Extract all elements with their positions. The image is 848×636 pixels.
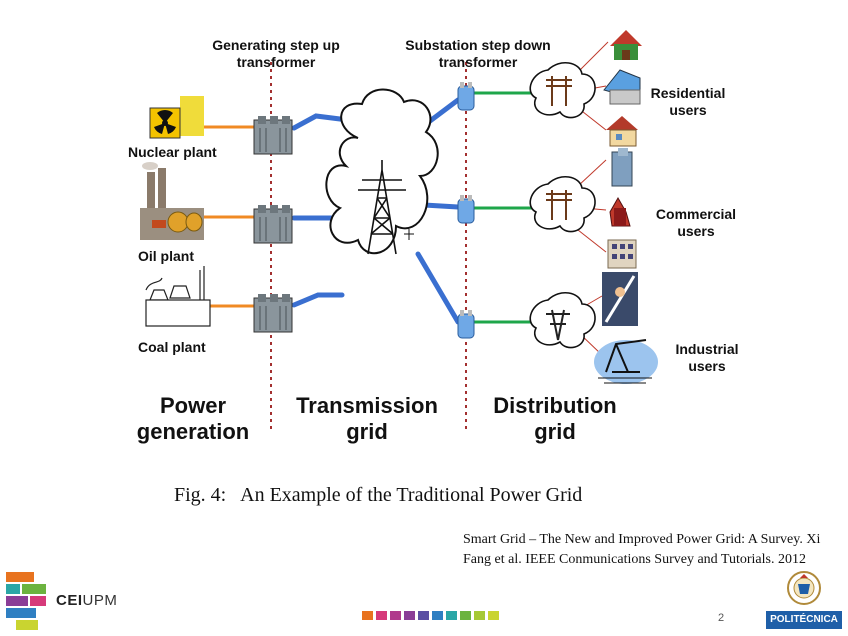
tower-building-icon [609,196,631,227]
page-number: 2 [718,612,725,624]
office-building-icon [611,148,633,187]
oil-plant-icon [140,162,204,240]
distribution-lines [474,91,535,324]
color-strip-square [390,611,401,620]
transmission-grid-label: Transmission grid [296,393,438,444]
distribution-cloud [529,62,596,349]
commercial-users-label: Commercial users [655,206,737,239]
figure-caption: Fig. 4: An Example of the Traditional Po… [174,484,583,506]
gen-transformer-label: Generating step up transformer [212,37,340,70]
industrial-users-label: Industrial users [675,341,739,374]
cei-upm-logo-icon [6,572,46,630]
residential-users-label: Residential users [650,85,726,118]
transmission-tower-icon [358,160,406,255]
power-generation-label: Power generation [136,393,250,444]
generating-transformer-icon [253,116,293,333]
substation-transformer-icon [457,82,475,339]
transmission-cloud [325,88,439,255]
cei-upm-logo-text: CEIUPM [56,592,118,609]
politecnica-logo: POLITÉCNICA [766,611,842,629]
oil-pump-icon [594,339,658,384]
color-strip-square [460,611,471,620]
color-strip-square [432,611,443,620]
cottage-icon [606,116,638,147]
color-strip [362,611,499,620]
color-strip-square [474,611,485,620]
utility-pole-icon [546,76,572,341]
oil-plant-label: Oil plant [138,248,194,264]
color-strip-square [404,611,415,620]
nuclear-plant-label: Nuclear plant [128,144,217,160]
coal-plant-label: Coal plant [138,339,206,355]
nuclear-plant-icon [149,96,204,139]
power-grid-diagram [140,30,658,432]
apartment-building-icon [607,239,637,269]
industrial-worker-icon [602,272,638,326]
color-strip-square [446,611,457,620]
solar-house-icon [603,69,641,105]
sub-transformer-label: Substation step down transformer [405,37,551,70]
coal-plant-icon [145,266,211,327]
plant-lines [204,125,256,308]
house-icon [610,30,642,60]
upm-seal-icon [787,571,821,605]
color-strip-square [418,611,429,620]
citation-text: Smart Grid – The New and Improved Power … [463,532,821,567]
color-strip-square [362,611,373,620]
distribution-grid-label: Distribution grid [493,393,617,444]
color-strip-square [376,611,387,620]
color-strip-square [488,611,499,620]
